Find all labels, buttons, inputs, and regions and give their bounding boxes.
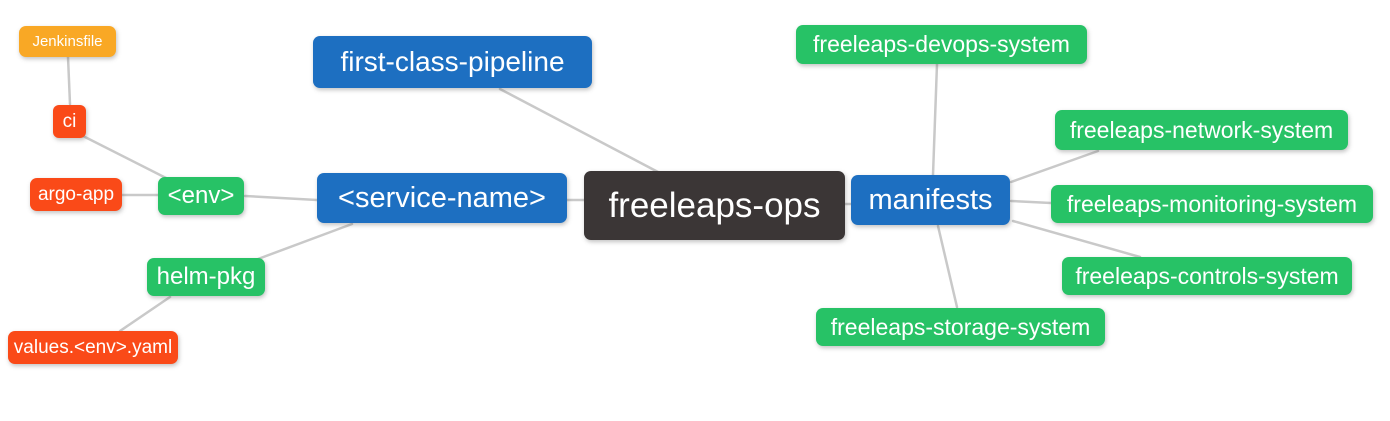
node-helm-pkg[interactable]: helm-pkg	[147, 258, 265, 296]
node-freeleaps-network-system[interactable]: freeleaps-network-system	[1055, 110, 1348, 150]
node-freeleaps-devops-system[interactable]: freeleaps-devops-system	[796, 25, 1087, 64]
edge-manifests-monitoring	[1009, 199, 1053, 205]
edge-ci-env	[81, 134, 170, 181]
node-argo-app[interactable]: argo-app	[30, 178, 122, 211]
edge-values-helm-pkg	[118, 295, 172, 333]
node-jenkinsfile[interactable]: Jenkinsfile	[19, 26, 116, 57]
edge-manifests-storage	[936, 224, 959, 309]
node-values-env-yaml[interactable]: values.<env>.yaml	[8, 331, 178, 364]
node-ci[interactable]: ci	[53, 105, 86, 138]
edge-manifests-devops	[931, 62, 939, 177]
node-service-name[interactable]: <service-name>	[317, 173, 567, 223]
edge-jenkinsfile-ci	[66, 55, 72, 106]
node-freeleaps-ops-root[interactable]: freeleaps-ops	[584, 171, 845, 240]
edge-manifests-controls	[1011, 219, 1142, 259]
node-freeleaps-controls-system[interactable]: freeleaps-controls-system	[1062, 257, 1352, 295]
edge-pipeline-freeleaps-ops	[498, 87, 660, 174]
node-freeleaps-monitoring-system[interactable]: freeleaps-monitoring-system	[1051, 185, 1373, 223]
edge-env-service-name	[243, 194, 319, 202]
node-freeleaps-storage-system[interactable]: freeleaps-storage-system	[816, 308, 1105, 346]
node-first-class-pipeline[interactable]: first-class-pipeline	[313, 36, 592, 88]
node-env[interactable]: <env>	[158, 177, 244, 215]
edge-helm-pkg-service-name	[256, 222, 354, 261]
node-manifests[interactable]: manifests	[851, 175, 1010, 225]
edge-manifests-network	[1009, 149, 1100, 184]
